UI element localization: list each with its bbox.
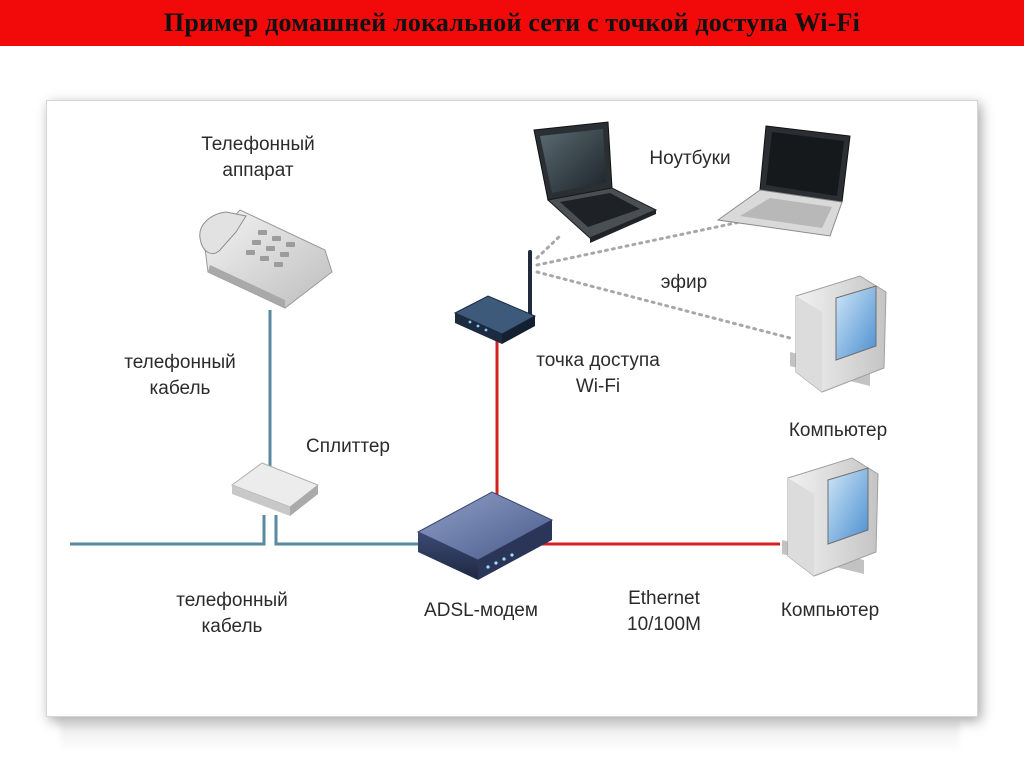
- access-point-label-line-1: точка доступа: [536, 350, 660, 371]
- air-label: эфир: [660, 272, 708, 293]
- splitter-icon: [230, 462, 319, 516]
- phone-cable-lines: [70, 310, 420, 546]
- computer-top-label: Компьютер: [788, 420, 888, 441]
- wifi-dotted-lines: [535, 220, 792, 340]
- wifi-to-laptop-1: [535, 234, 562, 260]
- panel-reflection: [60, 722, 960, 752]
- access-point-label-line-2: Wi-Fi: [575, 376, 621, 397]
- adsl-modem-icon: [416, 491, 554, 580]
- phone-cable-bottom-label: телефонный кабель: [152, 588, 312, 640]
- ethernet-label-line-2: 10/100M: [627, 614, 701, 635]
- adsl-modem-label: ADSL-модем: [424, 600, 538, 621]
- phone-cable-bottom-line-1: телефонный: [176, 590, 288, 611]
- page-title: Пример домашней локальной сети с точкой …: [163, 8, 861, 37]
- access-point-label: точка доступа Wi-Fi: [512, 348, 684, 400]
- phone-label-line-2: аппарат: [222, 160, 294, 181]
- wifi-to-computer: [535, 270, 792, 340]
- desktop-computer-icon-1: [790, 275, 887, 393]
- title-bar: Пример домашней локальной сети с точкой …: [0, 0, 1024, 46]
- splitter-to-modem-line: [274, 515, 420, 546]
- ethernet-label: Ethernet 10/100M: [594, 586, 734, 638]
- desktop-computer-icon-2: [782, 457, 879, 577]
- laptop-icon-2: [716, 125, 851, 237]
- laptops-label: Ноутбуки: [649, 148, 731, 169]
- wifi-router-icon: [453, 250, 537, 344]
- phone-cable-top-label: телефонный кабель: [100, 350, 260, 402]
- computer-bottom-label: Компьютер: [780, 600, 880, 621]
- phone-cable-top-line-2: кабель: [149, 378, 211, 399]
- wifi-to-laptop-2: [535, 220, 742, 267]
- phone-label: Телефонный аппарат: [176, 132, 340, 184]
- splitter-label: Сплиттер: [305, 436, 391, 457]
- wall-to-splitter-line: [70, 515, 266, 546]
- telephone-icon: [199, 209, 333, 309]
- ethernet-lines: [495, 338, 780, 546]
- ethernet-label-line-1: Ethernet: [628, 588, 700, 609]
- phone-cable-bottom-line-2: кабель: [201, 616, 263, 637]
- phone-cable-top-line-1: телефонный: [124, 352, 236, 373]
- phone-label-line-1: Телефонный: [201, 134, 315, 155]
- laptop-icon-1: [533, 121, 658, 243]
